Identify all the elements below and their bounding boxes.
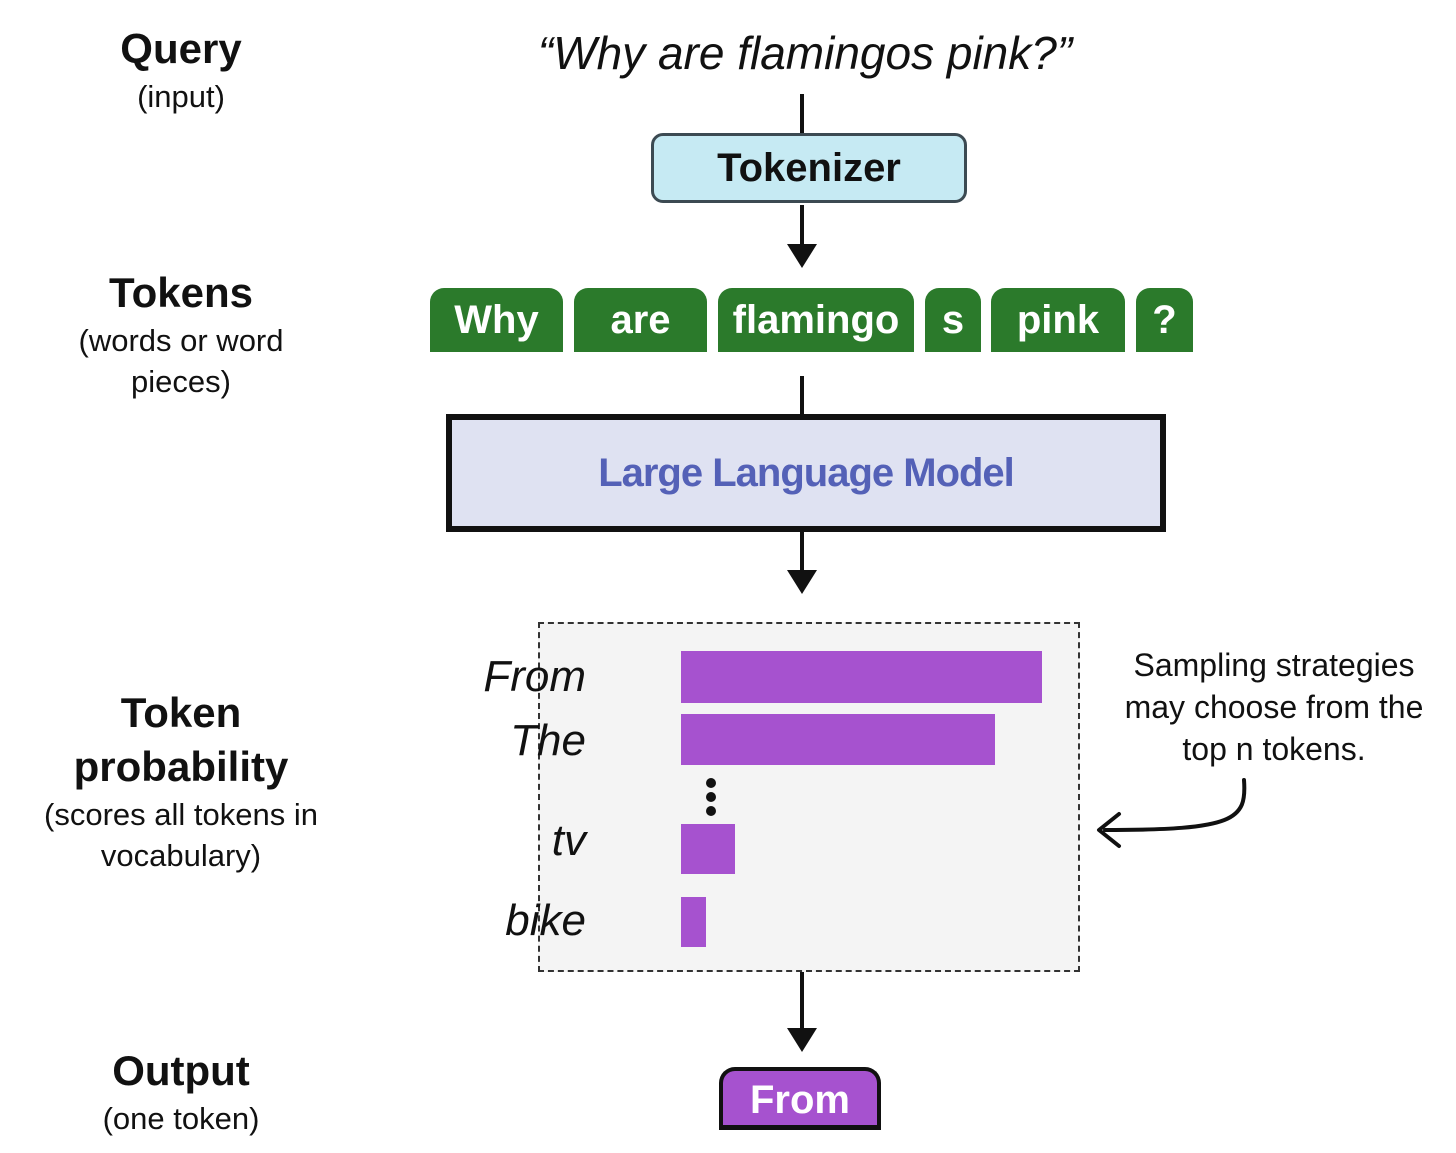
arrow-shaft-model-probability — [800, 532, 804, 574]
ellipsis-dot — [706, 806, 716, 816]
ellipsis-dot — [706, 778, 716, 788]
token-chip: flamingo — [718, 288, 914, 352]
token-chip: Why — [430, 288, 563, 352]
stage-label-tokens: Tokens (words or word pieces) — [0, 266, 362, 402]
stage-subtitle-probability-1: (scores all tokens in — [44, 797, 318, 832]
curved-arrow-icon — [1097, 778, 1247, 848]
stage-title-probability-1: Token — [120, 689, 242, 736]
connector-tokens-model — [800, 376, 804, 416]
arrow-shaft-tokenizer-tokens — [800, 205, 804, 247]
stage-title-probability-2: probability — [73, 743, 289, 790]
arrow-head-model-probability — [787, 570, 817, 594]
stage-subtitle-tokens-1: (words or word — [78, 323, 284, 358]
sampling-note-line: may choose from the — [1124, 689, 1424, 725]
ellipsis-dot — [706, 792, 716, 802]
token-chip: s — [925, 288, 981, 352]
prob-label: bike — [505, 896, 586, 945]
stage-subtitle-output: (one token) — [102, 1101, 260, 1136]
prob-bar — [681, 897, 706, 947]
token-text: pink — [1016, 297, 1100, 342]
sampling-note-line: Sampling strategies — [1133, 647, 1415, 683]
stage-label-probability: Token probability (scores all tokens in … — [0, 686, 362, 876]
token-text: are — [610, 297, 671, 342]
stage-subtitle-tokens-2: pieces) — [131, 364, 231, 399]
prob-label: The — [510, 716, 586, 765]
stage-subtitle-query: (input) — [137, 79, 225, 114]
sampling-note: Sampling strategies may choose from the … — [1096, 644, 1452, 770]
arrow-shaft-probability-output — [800, 972, 804, 1030]
connector-query-tokenizer — [800, 94, 804, 134]
token-text: flamingo — [732, 297, 900, 342]
token-chip: pink — [991, 288, 1125, 352]
token-chip: ? — [1136, 288, 1193, 352]
prob-label: From — [483, 652, 586, 701]
tokenizer-label: Tokenizer — [717, 145, 901, 190]
output-token-chip: From — [719, 1067, 881, 1129]
query-text: “Why are flamingos pink?” — [537, 27, 1073, 79]
prob-label: tv — [551, 816, 586, 865]
model-label: Large Language Model — [598, 450, 1015, 495]
output-base-line — [719, 1125, 881, 1130]
token-text: Why — [454, 297, 539, 342]
stage-title-query: Query — [120, 25, 242, 72]
stage-label-query: Query (input) — [0, 22, 362, 117]
stage-label-output: Output (one token) — [0, 1044, 362, 1139]
stage-subtitle-probability-2: vocabulary) — [100, 838, 262, 873]
sampling-note-line: top n tokens. — [1182, 731, 1366, 767]
prob-bar — [681, 824, 735, 874]
prob-bar — [681, 651, 1042, 703]
token-text: ? — [1152, 297, 1177, 342]
token-chip: are — [574, 288, 707, 352]
stage-title-output: Output — [112, 1047, 250, 1094]
model-box: Large Language Model — [446, 414, 1166, 532]
stage-title-tokens: Tokens — [109, 269, 253, 316]
tokenizer-box: Tokenizer — [651, 133, 967, 203]
arrow-head-probability-output — [787, 1028, 817, 1052]
prob-bar — [681, 714, 995, 765]
token-text: s — [941, 297, 965, 342]
arrow-head-tokenizer-tokens — [787, 244, 817, 268]
output-token-text: From — [750, 1077, 850, 1122]
